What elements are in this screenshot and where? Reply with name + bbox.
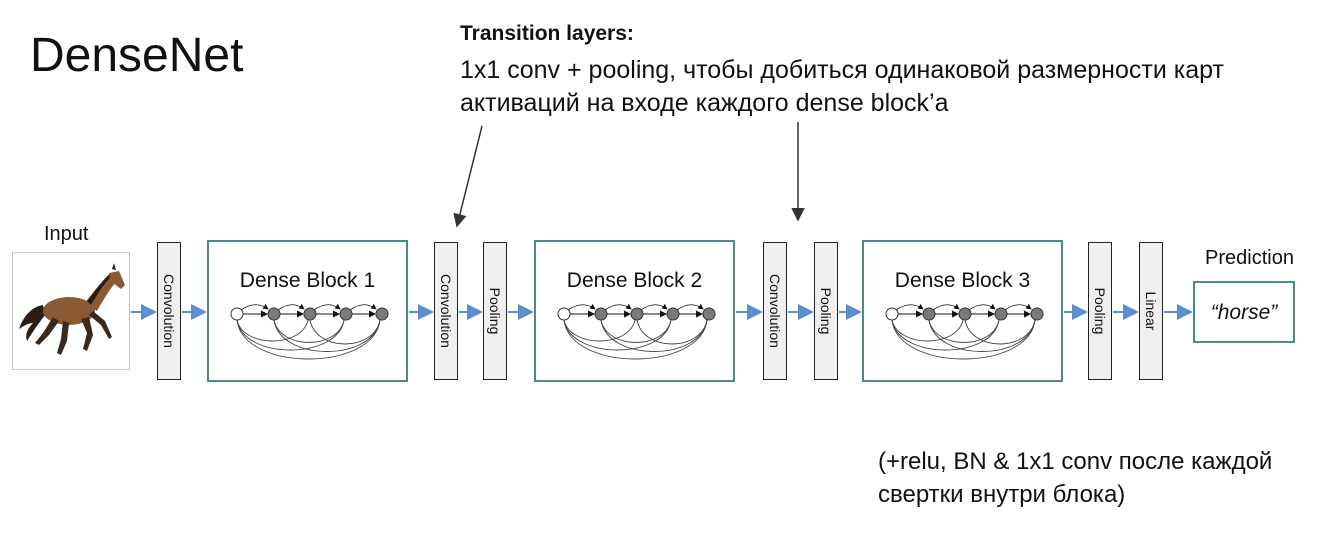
dense-block-title: Dense Block 1	[239, 269, 376, 292]
pooling-layer-final: Pooling	[1088, 242, 1112, 380]
feature-node	[630, 307, 644, 321]
forward-connection	[567, 303, 596, 311]
dense-block-title: Dense Block 2	[566, 269, 703, 292]
skip-connection	[928, 319, 1036, 352]
feature-node	[958, 307, 972, 321]
forward-connection	[932, 303, 960, 311]
layer-label: Linear	[1143, 291, 1159, 331]
skip-connection	[563, 319, 636, 342]
feature-node	[666, 307, 680, 321]
forward-connection	[240, 303, 269, 311]
layer-label: Convolution	[438, 274, 454, 348]
input-label: Input	[44, 223, 89, 245]
dense-block-title: Dense Block 3	[894, 269, 1031, 292]
layer-label: Pooling	[487, 287, 503, 335]
skip-connection	[236, 319, 381, 360]
horse-image	[12, 252, 130, 370]
convolution-layer-transition-1: Convolution	[434, 242, 458, 380]
forward-connection	[313, 303, 341, 311]
skip-connection	[964, 319, 1036, 345]
forward-connection	[1004, 303, 1032, 311]
feature-node	[594, 307, 608, 321]
forward-connection	[968, 303, 996, 311]
skip-connection	[563, 319, 708, 360]
forward-connection	[604, 303, 632, 311]
skip-connection	[563, 319, 672, 351]
dense-connections-graph	[557, 303, 716, 360]
skip-connection	[891, 319, 964, 342]
feature-node	[375, 307, 389, 321]
page-title: DenseNet	[30, 29, 244, 82]
feature-node	[303, 307, 317, 321]
horse-icon	[19, 263, 125, 355]
skip-connection	[273, 319, 345, 343]
feature-node	[702, 307, 716, 321]
pooling-layer-transition-2: Pooling	[814, 242, 838, 380]
input-node	[557, 307, 571, 321]
skip-connection	[236, 319, 345, 351]
feature-node	[339, 307, 353, 321]
transition-layers-description: 1x1 conv + pooling, чтобы добиться одина…	[460, 56, 1224, 117]
pooling-layer-transition-1: Pooling	[483, 242, 507, 380]
forward-connection	[895, 303, 924, 311]
annotation-pointer-1	[453, 125, 483, 228]
feature-node	[1030, 307, 1044, 321]
skip-connection	[600, 319, 672, 343]
convolution-layer-transition-2: Convolution	[763, 242, 787, 380]
skip-connection	[891, 319, 1036, 360]
forward-connection	[349, 303, 377, 311]
forward-connection	[277, 303, 305, 311]
feature-node	[922, 307, 936, 321]
layer-label: Convolution	[767, 274, 783, 348]
dense-block-3: Dense Block 3	[862, 240, 1063, 382]
skip-connection	[636, 319, 708, 345]
skip-connection	[309, 319, 381, 345]
dense-block-2: Dense Block 2	[534, 240, 735, 382]
forward-connection	[640, 303, 668, 311]
input-node	[230, 307, 244, 321]
prediction-box: “horse”	[1193, 281, 1295, 343]
skip-connection	[273, 319, 381, 352]
convolution-layer-initial: Convolution	[157, 242, 181, 380]
skip-connection	[236, 319, 309, 342]
forward-connection	[676, 303, 704, 311]
dense-block-1: Dense Block 1	[207, 240, 408, 382]
layer-label: Pooling	[1092, 287, 1108, 335]
footnote: (+relu, BN & 1x1 conv после каждой сверт…	[878, 448, 1273, 508]
transition-layers-heading: Transition layers:	[460, 22, 634, 45]
prediction-label: Prediction	[1205, 247, 1294, 269]
input-node	[885, 307, 899, 321]
feature-node	[267, 307, 281, 321]
dense-connections-graph	[885, 303, 1044, 360]
skip-connection	[891, 319, 1000, 351]
layer-label: Pooling	[818, 287, 834, 335]
feature-node	[994, 307, 1008, 321]
layer-label: Convolution	[161, 274, 177, 348]
dense-connections-graph	[230, 303, 389, 360]
linear-layer: Linear	[1139, 242, 1163, 380]
skip-connection	[928, 319, 1000, 343]
skip-connection	[600, 319, 708, 352]
prediction-value: “horse”	[1210, 301, 1278, 324]
